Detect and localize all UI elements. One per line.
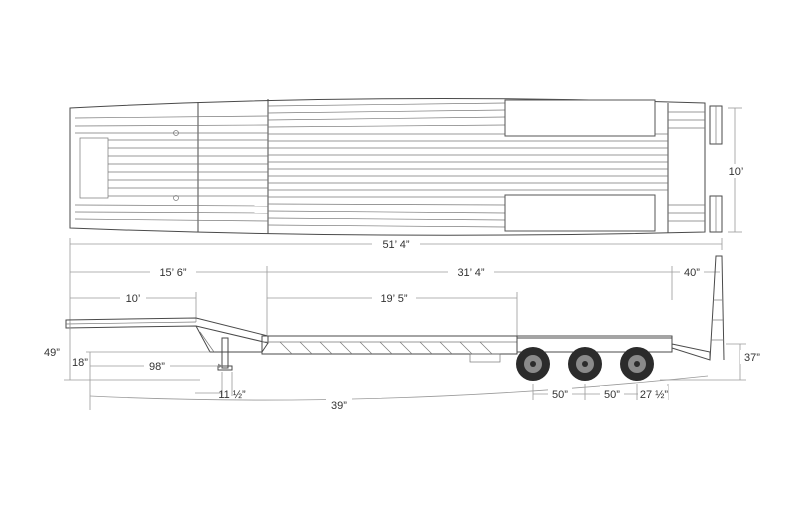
gooseneck-deck (65, 317, 269, 344)
wheel-1 (516, 347, 550, 381)
dim-leg-offset: 11 ½” (218, 389, 246, 401)
deck-outline (69, 98, 706, 236)
dim-rear-overhang: 27 ½” (640, 389, 668, 401)
dim-axle-spread-2: 50” (604, 389, 620, 401)
dim-overall-length: 51’ 4” (382, 239, 409, 251)
dim-deck-height-front: 49” (44, 347, 60, 359)
rear-frame (517, 335, 711, 361)
landing-leg (221, 337, 229, 369)
dim-upper-deck: 10’ (126, 293, 141, 305)
bolt-2 (173, 195, 179, 201)
dim-well-length: 19’ 5” (380, 293, 407, 305)
wheel-2 (568, 347, 602, 381)
side-dimensions: 49” 18” 98” 11 ½” 39” 50” 50” 27 ½” (44, 322, 766, 412)
dim-deck-length: 31’ 4” (457, 267, 484, 279)
wheel-3 (620, 347, 654, 381)
dim-kingpin-to-leg: 98” (149, 361, 165, 373)
dim-axle-spread-1: 50” (552, 389, 568, 401)
dim-wheel-to-end: 39” (331, 400, 347, 412)
dim-rear-section: 40” (684, 267, 700, 279)
dim-top-width: 10’ (729, 166, 744, 178)
dim-ground-clearance-front: 18” (72, 357, 88, 369)
gooseneck-inner-planks (108, 139, 268, 197)
bolt-1 (173, 130, 179, 136)
side-view (65, 255, 725, 381)
toolbox (469, 353, 501, 363)
dimension-lines: 51’ 4” 15’ 6” 31’ 4” 40” 10’ 19’ 5” (69, 236, 723, 345)
gooseneck-neck (195, 325, 269, 353)
deck-crossmembers (279, 341, 493, 355)
gooseneck-cutout (79, 137, 109, 199)
dim-rear-height: 37” (744, 352, 760, 364)
well-planks (267, 102, 668, 228)
dim-gooseneck-length: 15’ 6” (159, 267, 186, 279)
wheel-well-panel-top (504, 99, 656, 137)
gooseneck-planks (74, 115, 269, 222)
top-view: 10’ (69, 98, 744, 236)
rear-ramp-upright (709, 255, 725, 361)
rear-planks (668, 111, 705, 222)
wheel-well-panel-bottom (504, 194, 656, 232)
